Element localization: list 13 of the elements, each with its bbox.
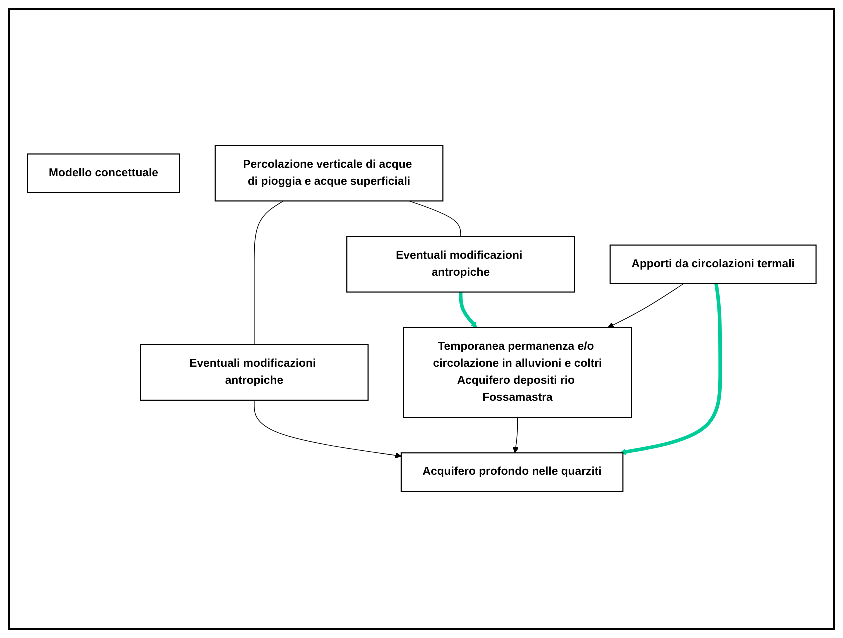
arrow (607, 284, 684, 329)
arrow (254, 400, 402, 460)
arrow (620, 284, 722, 456)
arrow (458, 292, 477, 329)
node-box: Percolazione verticale di acque di pioggia e acque superficiali (214, 146, 444, 202)
connector (254, 201, 284, 346)
node-box: Eventuali modificazioni antropiche (140, 344, 368, 402)
node-box: Temporanea permanenza e/o circolazione in alluvioni e coltri Acquifero depositi rio Fossamastra (402, 328, 632, 418)
node-box: Eventuali modificazioni antropiche (346, 236, 575, 294)
node-box: Modello concettuale (26, 154, 180, 194)
node-box: Acquifero profondo nelle quarziti (400, 452, 624, 492)
arrow (512, 418, 519, 454)
node-box: Apporti da circolazioni termali (609, 245, 816, 285)
